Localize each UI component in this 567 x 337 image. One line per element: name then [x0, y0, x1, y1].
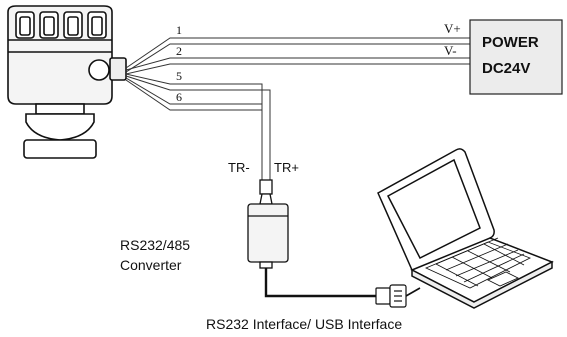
- wire-5-label: 5: [176, 69, 182, 83]
- wire-bundle: [125, 37, 470, 180]
- transmitter-device: [7, 5, 127, 159]
- serial-cable: [264, 268, 376, 298]
- converter-label-line1: RS232/485: [120, 237, 190, 253]
- wire-6-label: 6: [176, 90, 182, 104]
- wire-1-label: 1: [176, 23, 182, 37]
- v-plus-label: V+: [444, 21, 461, 36]
- voltage-label: DC24V: [482, 60, 530, 77]
- v-minus-label: V-: [444, 43, 457, 58]
- wire-2-label: 2: [176, 44, 182, 58]
- serial-plug: [375, 284, 407, 308]
- laptop-icon: [377, 148, 554, 309]
- tr-plus-label: TR+: [274, 160, 299, 175]
- converter-label-line2: Converter: [120, 257, 182, 273]
- power-supply-box: [469, 19, 563, 95]
- converter-device: [247, 179, 289, 269]
- power-label: POWER: [482, 34, 539, 51]
- tr-minus-label: TR-: [228, 160, 250, 175]
- interface-caption: RS232 Interface/ USB Interface: [206, 316, 402, 332]
